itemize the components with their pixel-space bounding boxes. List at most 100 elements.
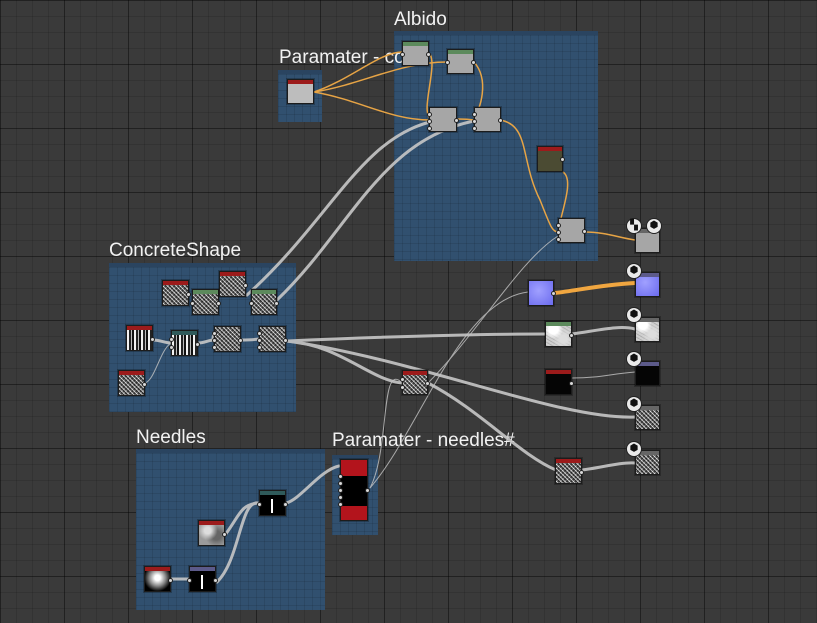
link (223, 501, 260, 537)
output-port[interactable] (454, 118, 459, 123)
input-port[interactable] (427, 126, 432, 131)
link (426, 381, 558, 472)
output-port[interactable] (150, 337, 155, 342)
color-parameter-node[interactable] (287, 79, 314, 104)
input-port[interactable] (427, 112, 432, 117)
cloud-noise-node[interactable] (198, 520, 227, 546)
output-port[interactable] (579, 470, 584, 475)
cube-icon: ⬢ (626, 441, 642, 457)
frame-title-needles: Needles (136, 427, 206, 448)
output-port[interactable] (168, 578, 173, 583)
output-port[interactable] (283, 338, 288, 343)
noise-node[interactable] (162, 280, 191, 306)
warp-node[interactable] (249, 289, 279, 315)
input-port[interactable] (212, 338, 217, 343)
blend-node[interactable] (472, 107, 503, 132)
stripes-node[interactable] (126, 325, 155, 351)
input-port[interactable] (257, 345, 262, 350)
output-port[interactable] (186, 292, 191, 297)
input-port[interactable] (400, 52, 405, 57)
output-port[interactable] (195, 342, 200, 347)
link-thin (369, 379, 403, 489)
frame-title-param-needles: Paramater - needles# (332, 430, 515, 451)
uniform-color-node[interactable] (537, 146, 565, 172)
normal-node[interactable] (528, 280, 556, 306)
link-thin (144, 342, 172, 384)
input-port[interactable] (472, 119, 477, 124)
input-port[interactable] (257, 338, 262, 343)
input-port[interactable] (556, 230, 561, 235)
input-port[interactable] (187, 578, 192, 583)
output-port[interactable] (238, 338, 243, 343)
output-metallic-node[interactable] (635, 361, 660, 386)
input-port[interactable] (169, 345, 174, 350)
levels-node[interactable] (545, 321, 574, 347)
link (580, 461, 637, 472)
output-port[interactable] (283, 502, 288, 507)
input-port[interactable] (338, 481, 343, 486)
output-port[interactable] (582, 229, 587, 234)
blend-node[interactable] (400, 41, 431, 66)
output-port[interactable] (569, 333, 574, 338)
input-port[interactable] (169, 337, 174, 342)
output-normal-node[interactable] (635, 272, 660, 297)
output-port[interactable] (365, 488, 370, 493)
blend-node[interactable] (257, 326, 288, 352)
output-ao-node[interactable] (635, 450, 660, 475)
output-port[interactable] (142, 382, 147, 387)
link (570, 326, 637, 336)
input-port[interactable] (212, 345, 217, 350)
output-port[interactable] (551, 291, 556, 296)
warp-node[interactable] (190, 289, 221, 315)
input-port[interactable] (338, 495, 343, 500)
input-port[interactable] (338, 488, 343, 493)
output-port[interactable] (425, 381, 430, 386)
input-port[interactable] (338, 474, 343, 479)
input-port[interactable] (556, 237, 561, 242)
output-port[interactable] (216, 301, 221, 306)
output-port[interactable] (274, 301, 279, 306)
output-height-node[interactable] (635, 405, 660, 430)
uniform-black-node[interactable] (545, 369, 574, 395)
output-port[interactable] (213, 578, 218, 583)
blend-node[interactable] (427, 107, 459, 132)
shape-node[interactable] (144, 566, 173, 592)
output-port[interactable] (569, 381, 574, 386)
link-color (313, 91, 431, 121)
noise-node[interactable] (219, 271, 248, 297)
transform-node[interactable] (187, 566, 218, 592)
directional-warp-node[interactable] (169, 330, 200, 356)
input-port[interactable] (338, 502, 343, 507)
frame-albido[interactable] (394, 31, 598, 261)
blend-node[interactable] (400, 370, 430, 395)
input-port[interactable] (427, 119, 432, 124)
input-port[interactable] (445, 60, 450, 65)
input-port[interactable] (257, 331, 262, 336)
input-port[interactable] (400, 377, 405, 382)
input-port[interactable] (472, 126, 477, 131)
output-port[interactable] (243, 283, 248, 288)
noise-node[interactable] (118, 370, 147, 396)
input-port[interactable] (400, 385, 405, 390)
output-port[interactable] (560, 157, 565, 162)
blend-node[interactable] (445, 49, 476, 74)
input-port[interactable] (556, 223, 561, 228)
input-port[interactable] (190, 301, 195, 306)
input-port[interactable] (212, 331, 217, 336)
link-color (584, 231, 636, 241)
needles-parameter-node[interactable] (338, 459, 370, 521)
output-port[interactable] (498, 118, 503, 123)
output-port[interactable] (426, 52, 431, 57)
output-port[interactable] (222, 532, 227, 537)
link-color (313, 61, 448, 93)
blend-node[interactable] (212, 326, 243, 352)
input-port[interactable] (249, 301, 254, 306)
output-port[interactable] (471, 60, 476, 65)
input-port[interactable] (472, 112, 477, 117)
input-port[interactable] (257, 502, 262, 507)
checker-icon: ▚ (626, 218, 642, 234)
tile-node[interactable] (257, 490, 288, 516)
blend-node[interactable] (556, 218, 587, 243)
output-roughness-node[interactable] (635, 317, 660, 342)
ao-generator-node[interactable] (555, 458, 584, 484)
